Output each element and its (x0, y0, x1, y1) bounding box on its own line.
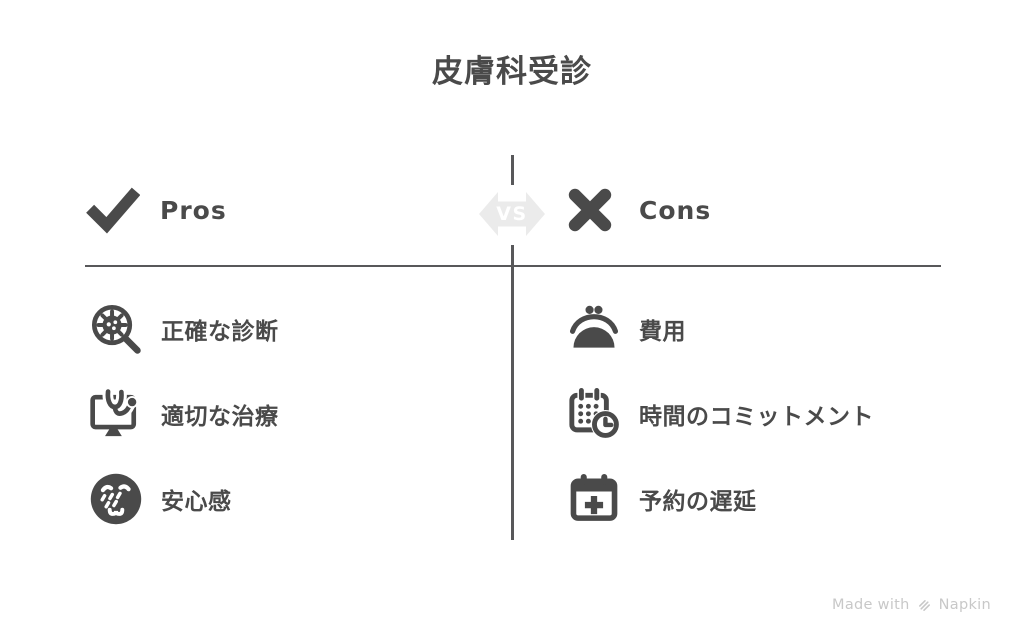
cons-item-label: 予約の遅延 (639, 489, 757, 515)
medical-calendar-icon (566, 471, 622, 527)
cons-item-cost: 費用 (566, 300, 686, 358)
pros-item-accurate-diagnosis: 正確な診断 (88, 300, 279, 358)
cons-header: Cons (566, 180, 711, 240)
coin-purse-icon (566, 301, 622, 357)
pros-heading-label: Pros (160, 195, 227, 225)
cons-item-time-commitment: 時間のコミットメント (566, 385, 874, 443)
vertical-divider-top (511, 155, 514, 185)
pros-item-appropriate-treatment: 適切な治療 (88, 385, 279, 443)
calendar-clock-icon (566, 386, 622, 442)
watermark: Made with Napkin (832, 597, 991, 613)
vs-badge: VS (478, 189, 546, 239)
pros-header: Pros (86, 180, 227, 240)
cons-item-label: 時間のコミットメント (639, 404, 874, 430)
cons-heading-label: Cons (639, 195, 712, 225)
vs-label: VS (496, 203, 528, 225)
pros-item-label: 安心感 (161, 489, 232, 515)
vertical-divider-bottom (511, 245, 514, 540)
napkin-logo-icon (918, 599, 930, 611)
pros-item-label: 正確な診断 (161, 319, 279, 345)
virus-magnifier-icon (88, 301, 144, 357)
telehealth-monitor-icon (88, 386, 144, 442)
x-icon (566, 186, 614, 234)
watermark-brand: Napkin (938, 597, 991, 613)
page-title: 皮膚科受診 (432, 54, 592, 90)
cons-item-label: 費用 (639, 319, 686, 345)
vs-arrow-shape-icon (479, 192, 545, 236)
cons-item-appointment-delay: 予約の遅延 (566, 470, 757, 528)
pros-item-label: 適切な治療 (161, 404, 279, 430)
watermark-prefix: Made with (832, 597, 910, 613)
relieved-face-icon (88, 471, 144, 527)
checkmark-icon (86, 183, 140, 237)
pros-item-peace-of-mind: 安心感 (88, 470, 232, 528)
